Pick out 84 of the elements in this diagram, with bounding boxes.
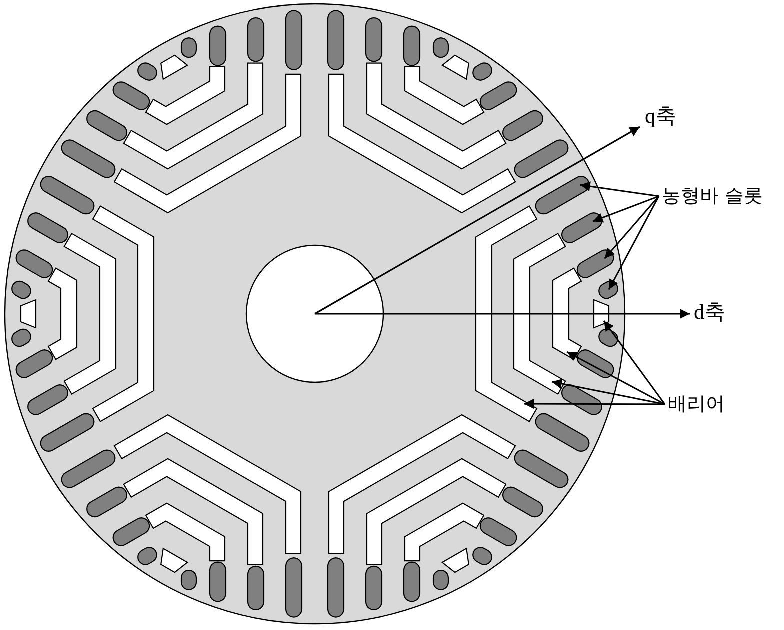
flux-barrier xyxy=(513,232,566,396)
leader-line xyxy=(552,379,666,406)
flux-barrier xyxy=(145,66,226,126)
bar-slot xyxy=(502,110,544,142)
flux-barrier xyxy=(48,268,78,360)
bar-slot xyxy=(365,17,383,62)
bar-slot xyxy=(576,250,614,278)
bar-slot xyxy=(28,212,69,244)
flux-barrier xyxy=(145,502,226,562)
flux-barrier xyxy=(366,62,507,170)
bar-slot xyxy=(112,518,150,546)
bar-slot xyxy=(138,547,158,566)
bar-slot xyxy=(365,566,383,611)
leader-line xyxy=(524,399,665,410)
leader-line xyxy=(604,196,660,260)
bar-slot xyxy=(112,82,150,110)
leader-line xyxy=(580,182,660,198)
bar-slot xyxy=(561,384,602,416)
bar-slot xyxy=(180,570,198,590)
bar-slot xyxy=(28,384,69,416)
bar-slot xyxy=(247,566,265,611)
flux-barrier xyxy=(328,414,516,554)
flux-barrier xyxy=(123,62,264,170)
flux-barrier xyxy=(123,458,264,566)
bar-slot xyxy=(561,212,602,244)
bar-slot xyxy=(209,26,227,66)
bar-slot xyxy=(12,328,32,348)
flux-barrier xyxy=(593,299,610,329)
bar-slot xyxy=(480,82,518,110)
flux-barrier xyxy=(64,232,117,396)
flux-barrier xyxy=(441,54,470,80)
callout-label: 농형바 슬롯 xyxy=(662,185,764,208)
flux-barrier xyxy=(114,74,302,214)
bar-slot xyxy=(472,62,492,81)
leader-line xyxy=(566,351,666,406)
bar-slot xyxy=(209,562,227,602)
bar-slot xyxy=(16,250,54,278)
bar-slot xyxy=(535,176,590,215)
flux-barrier xyxy=(328,74,516,214)
bar-slot xyxy=(12,280,32,300)
bar-slot xyxy=(247,17,265,62)
flux-barrier xyxy=(20,299,37,329)
bar-slot xyxy=(40,176,95,215)
rotor-disc xyxy=(4,3,626,625)
axis-label: q축 xyxy=(645,104,676,130)
bar-slot xyxy=(480,518,518,546)
bar-slot xyxy=(598,280,618,300)
bar-slot xyxy=(472,547,492,566)
flux-barrier xyxy=(404,66,485,126)
bar-slot xyxy=(285,558,303,618)
flux-barrier xyxy=(92,206,155,422)
bar-slot xyxy=(16,350,54,378)
bar-slot xyxy=(61,450,116,488)
callout-label: 배리어 xyxy=(668,393,725,416)
bar-slot xyxy=(327,10,345,70)
bar-slot xyxy=(576,350,614,378)
flux-barrier xyxy=(160,54,189,80)
bar-slot xyxy=(40,413,95,452)
flux-barrier xyxy=(552,268,582,360)
bar-slot xyxy=(514,450,569,488)
bar-slot xyxy=(327,558,345,618)
bar-slot xyxy=(514,140,569,178)
flux-barrier xyxy=(114,414,302,554)
bar-slot xyxy=(535,413,590,452)
bar-slot xyxy=(502,486,544,518)
bar-slot xyxy=(138,62,158,81)
flux-barrier xyxy=(366,458,507,566)
bar-slot xyxy=(432,570,450,590)
flux-barrier xyxy=(441,548,470,574)
bar-slot xyxy=(285,10,303,70)
leader-line xyxy=(608,196,660,290)
axis-label: d축 xyxy=(694,300,726,326)
bar-slot xyxy=(86,110,128,142)
bar-slot xyxy=(61,140,116,178)
flux-barrier xyxy=(475,206,538,422)
bar-slot xyxy=(403,562,421,602)
bar-slot xyxy=(403,26,421,66)
leader-line xyxy=(592,196,660,223)
shaft-hole xyxy=(246,244,384,384)
flux-barrier xyxy=(160,548,189,574)
bar-slot xyxy=(86,486,128,518)
flux-barrier xyxy=(404,502,485,562)
leader-line xyxy=(603,320,666,405)
bar-slot xyxy=(598,328,618,348)
